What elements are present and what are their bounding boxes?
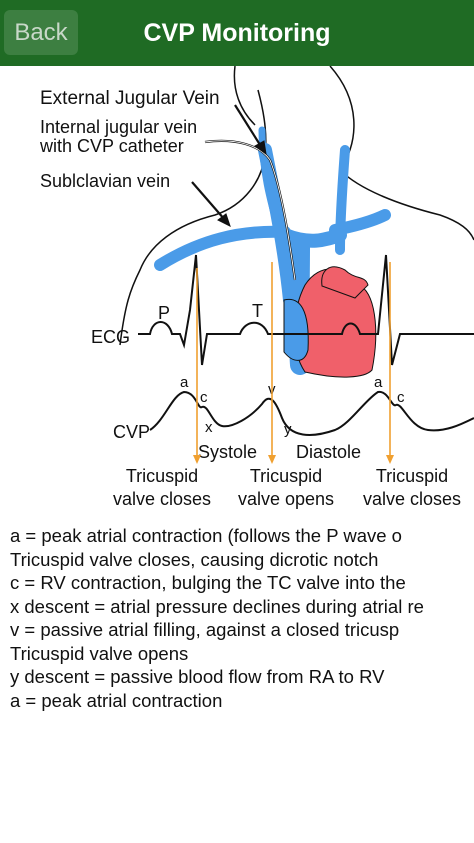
internal-jugular-label-line2: with CVP catheter	[39, 136, 184, 156]
valve-closes-2-line1: Tricuspid	[376, 466, 448, 486]
pointer-arrows	[191, 104, 267, 227]
back-button[interactable]: Back	[4, 10, 78, 55]
right-atrium	[283, 298, 309, 361]
aorta	[321, 266, 369, 299]
navigation-bar: Back CVP Monitoring	[0, 0, 474, 66]
cvp-trace	[149, 390, 474, 436]
body-outline	[119, 89, 267, 346]
legend-line: Tricuspid valve closes, causing dicrotic…	[10, 548, 379, 570]
legend-line: a = peak atrial contraction (follows the…	[10, 525, 402, 546]
cvp-a-label: a	[180, 374, 189, 391]
cvp-c2-label: c	[397, 389, 405, 406]
legend-line: Tricuspid valve opens	[10, 642, 189, 664]
neck-outline	[329, 66, 474, 241]
diastole-label: Diastole	[296, 442, 361, 462]
brachiocephalic-vein	[278, 228, 347, 248]
ecg-t-label: T	[252, 301, 263, 321]
legend-text: a = peak atrial contraction (follows the…	[10, 524, 474, 712]
valve-closes-2-line2: valve closes	[363, 489, 461, 509]
head-outline	[233, 66, 256, 126]
cvp-c-label: c	[200, 389, 208, 406]
subclavian-vein	[154, 225, 291, 271]
subclavian-label: Sublclavian vein	[40, 171, 170, 191]
valve-closes-1-line1: Tricuspid	[126, 466, 198, 486]
ecg-label: ECG	[91, 327, 130, 347]
valve-opens-line1: Tricuspid	[250, 466, 322, 486]
ecg-p-label: P	[158, 303, 170, 323]
valve-marker-lines	[193, 262, 394, 464]
valve-opens-line2: valve opens	[238, 489, 334, 509]
external-jugular-label: External Jugular Vein	[40, 88, 220, 109]
cvp-x-label: x	[205, 419, 213, 436]
cvp-y-label: y	[284, 421, 292, 438]
cvp-a2-label: a	[374, 374, 383, 391]
cvp-diagram: External Jugular Vein Internal jugular v…	[39, 66, 474, 509]
valve-closes-1-line2: valve closes	[113, 489, 211, 509]
legend-line: x descent = atrial pressure declines dur…	[10, 595, 424, 617]
ecg-trace	[138, 254, 474, 366]
cvp-label: CVP	[113, 422, 150, 442]
internal-jugular-label-line1: Internal jugular vein	[40, 117, 197, 137]
legend-line: v = passive atrial filling, against a cl…	[10, 619, 400, 640]
legend-line: y descent = passive blood flow from RA t…	[10, 666, 385, 687]
systole-label: Systole	[198, 442, 257, 462]
legend-line: c = RV contraction, bulging the TC valve…	[10, 572, 406, 593]
legend-line: a = peak atrial contraction	[10, 689, 223, 711]
